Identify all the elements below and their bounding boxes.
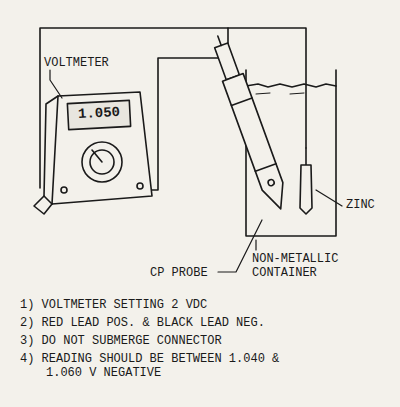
voltmeter-body bbox=[52, 92, 152, 204]
zinc-anode bbox=[300, 165, 312, 214]
jack bbox=[61, 187, 67, 193]
probe-connector bbox=[215, 43, 240, 80]
part-label: NON-METALLIC CONTAINER bbox=[252, 252, 362, 280]
note-text: 2) RED LEAD POS. & BLACK LEAD NEG. bbox=[20, 316, 265, 330]
voltmeter-stand bbox=[34, 196, 52, 214]
note-text: 3) DO NOT SUBMERGE CONNECTOR bbox=[20, 334, 222, 348]
leader-line bbox=[255, 240, 256, 250]
leader-line bbox=[50, 70, 62, 98]
display bbox=[67, 100, 130, 129]
part-label: ZINC bbox=[346, 198, 375, 212]
part-label: CP PROBE bbox=[150, 266, 208, 280]
selector-dial bbox=[90, 150, 114, 174]
selector-dial bbox=[82, 142, 122, 182]
voltmeter-side bbox=[44, 96, 58, 204]
probe-body bbox=[223, 74, 292, 213]
zinc-rod bbox=[305, 148, 307, 165]
water-line bbox=[246, 84, 336, 87]
part-label: VOLTMETER bbox=[44, 56, 109, 70]
water-line bbox=[256, 93, 304, 94]
probe-band bbox=[255, 164, 276, 172]
dial-pointer bbox=[92, 150, 102, 162]
jack bbox=[137, 183, 143, 189]
display-reading: 1.050 bbox=[78, 105, 121, 121]
probe-band bbox=[231, 98, 252, 106]
note-text: 4) READING SHOULD BE BETWEEN 1.040 & 1.0… bbox=[20, 352, 286, 380]
note-text: 1) VOLTMETER SETTING 2 VDC bbox=[20, 298, 207, 312]
wire bbox=[150, 58, 224, 190]
probe-lead bbox=[218, 36, 221, 45]
leader-line bbox=[316, 190, 342, 206]
probe-tip bbox=[267, 179, 275, 187]
